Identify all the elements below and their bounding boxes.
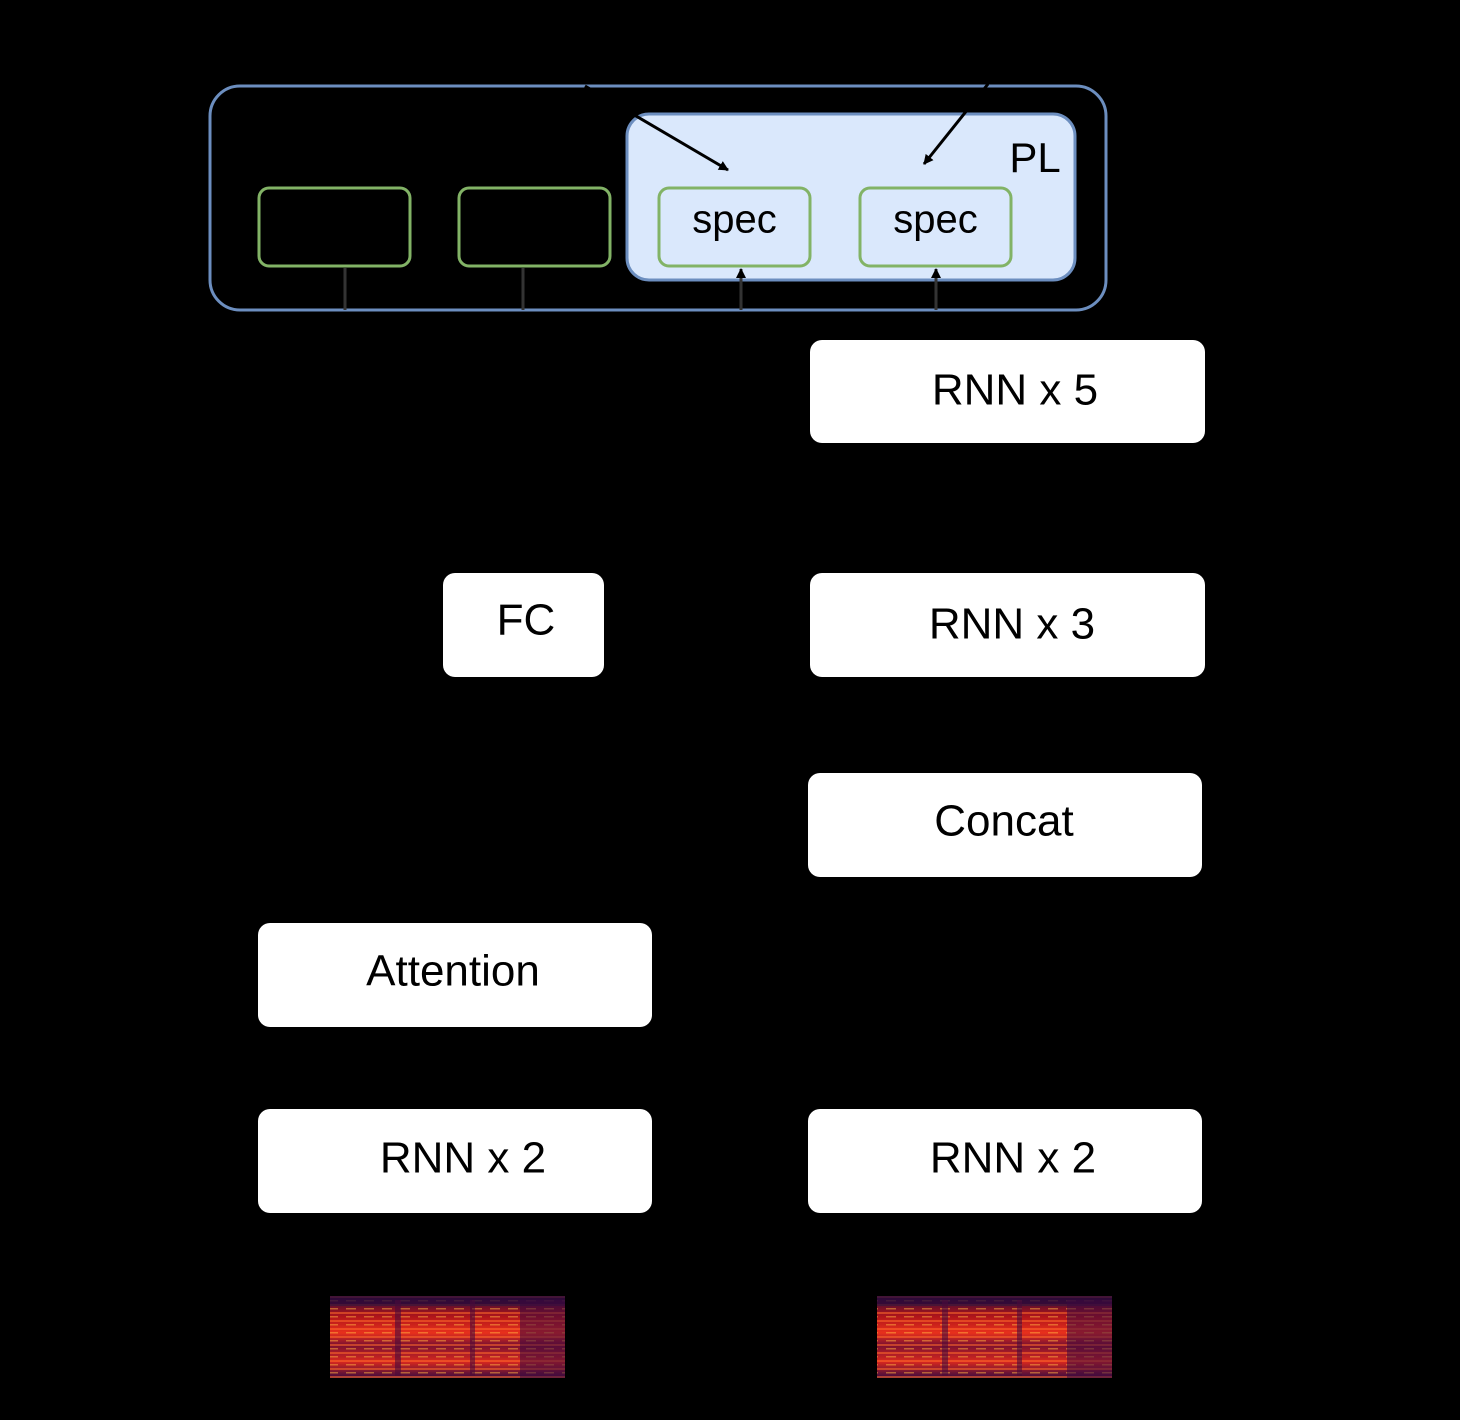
rnn-x5-block	[810, 340, 1205, 443]
spectrogram-right-icon	[877, 1296, 1112, 1378]
concat-block	[808, 773, 1202, 877]
concat-label: Concat	[934, 797, 1073, 846]
outer-output-group	[208, 84, 1108, 312]
rnn-x2-right-label: RNN x 2	[930, 1134, 1096, 1183]
rnn-x2-left-label: RNN x 2	[380, 1134, 546, 1183]
arrow-into-spec-1	[584, 84, 729, 172]
arrow-into-spec-2	[922, 83, 990, 165]
fc-block	[443, 573, 604, 677]
pl-group-label: PL	[1009, 134, 1060, 181]
rnn-x2-right-block	[808, 1109, 1202, 1213]
rnn-x3-label: RNN x 3	[929, 600, 1095, 649]
attention-label: Attention	[366, 947, 540, 996]
rnn-x3-block	[810, 573, 1205, 677]
attention-block	[258, 923, 652, 1027]
spec-slot-2	[858, 186, 1013, 268]
output-slot-1	[257, 186, 412, 268]
spec-slot-2-label: spec	[893, 198, 978, 242]
spec-slot-1-label: spec	[692, 198, 777, 242]
rnn-x5-label: RNN x 5	[932, 366, 1098, 415]
spec-slot-1	[657, 186, 812, 268]
spectrogram-left-icon	[330, 1296, 565, 1378]
output-slot-2	[457, 186, 612, 268]
fc-label: FC	[497, 596, 556, 645]
rnn-x2-left-block	[258, 1109, 652, 1213]
